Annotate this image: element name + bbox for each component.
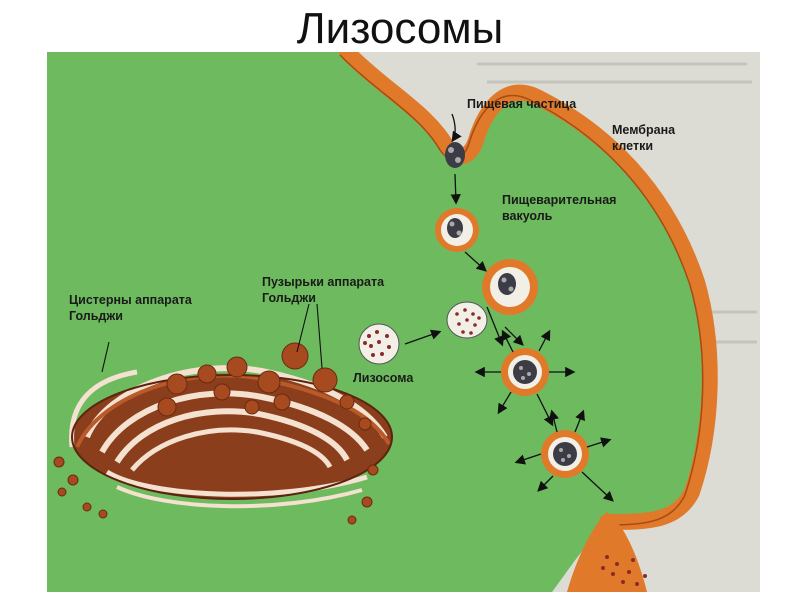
digestive-vacuole-2 (482, 259, 538, 315)
label-cisterns-line2: Гольджи (69, 309, 123, 323)
label-membrane-line2: клетки (612, 139, 653, 153)
label-vesicles-line2: Гольджи (262, 291, 316, 305)
page-title: Лизосомы (0, 4, 800, 54)
label-lysosome: Лизосома (353, 371, 414, 385)
label-membrane-line1: Мембрана (612, 123, 676, 137)
label-digestive-line1: Пищеварительная (502, 193, 616, 207)
label-cisterns-line1: Цистерны аппарата (69, 293, 193, 307)
label-vesicles-line1: Пузырьки аппарата (262, 275, 385, 289)
label-food-particle: Пищевая частица (467, 97, 577, 111)
secondary-lysosome-1 (501, 348, 549, 396)
primary-lysosome (359, 324, 399, 364)
secondary-lysosome-2 (541, 430, 589, 478)
digestive-vacuole-1 (435, 208, 479, 252)
fusing-lysosome (447, 302, 487, 338)
lysosome-diagram: Пищевая частица Мембрана клетки Пищевари… (47, 52, 760, 592)
label-digestive-line2: вакуоль (502, 209, 553, 223)
food-particle (445, 142, 465, 168)
